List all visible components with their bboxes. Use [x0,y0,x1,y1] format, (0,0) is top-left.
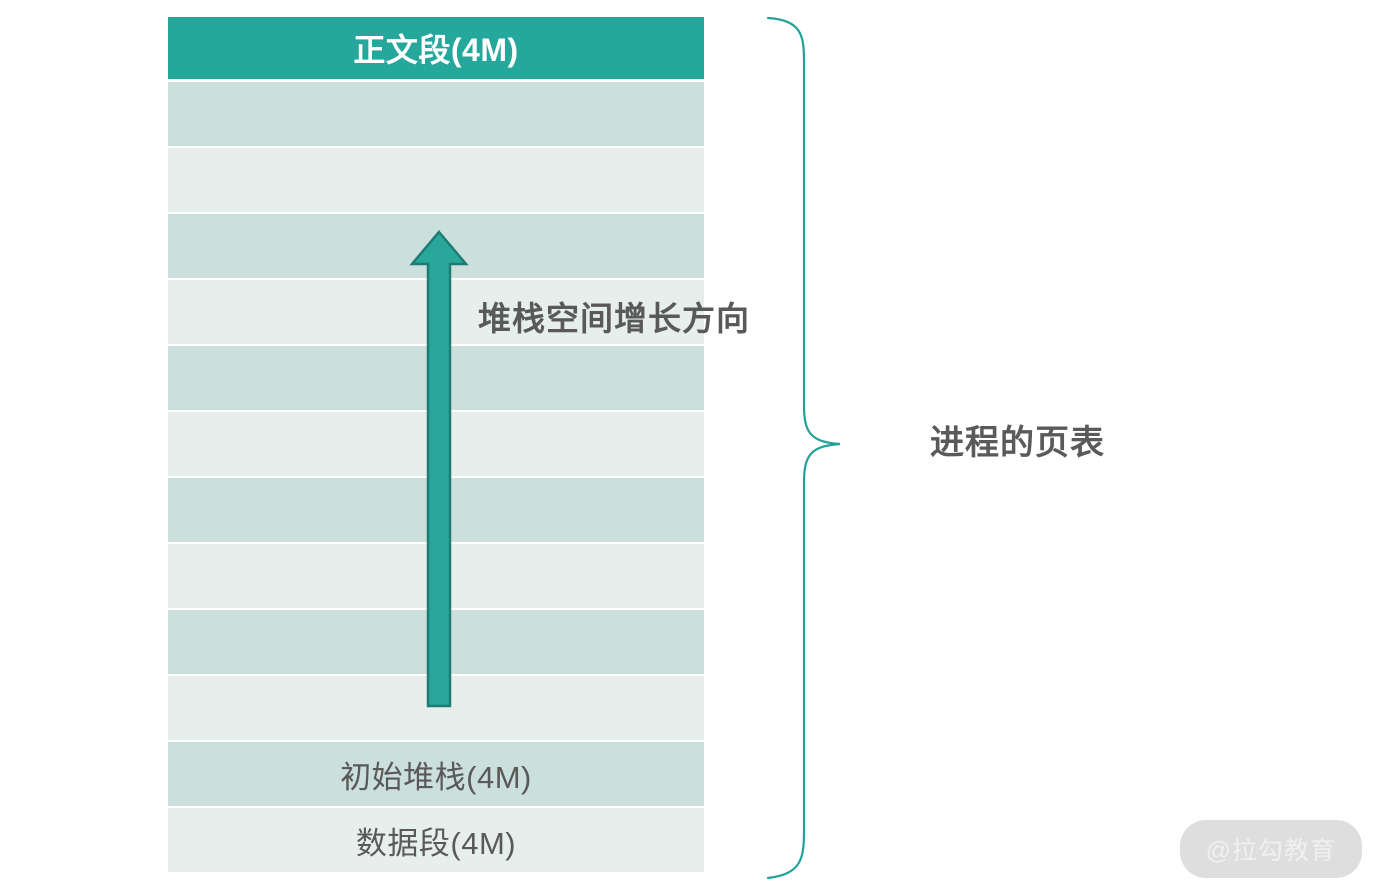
table-row [168,346,704,410]
row-label: 初始堆栈(4M) [340,759,532,795]
curly-brace-right-icon [766,16,841,880]
brace-caption-label: 进程的页表 [930,424,1105,462]
table-row [168,148,704,212]
table-row [168,82,704,146]
row-label: 正文段(4M) [353,32,519,68]
table-row-text-segment: 正文段(4M) [168,17,704,79]
arrow-caption-label: 堆栈空间增长方向 [478,300,750,337]
table-row [168,478,704,542]
table-row-initial-stack: 初始堆栈(4M) [168,742,704,806]
table-row [168,412,704,476]
table-row-data-segment: 数据段(4M) [168,808,704,872]
table-row [168,676,704,740]
memory-segment-table: 正文段(4M) [168,17,704,874]
watermark: @拉勾教育 [1179,820,1362,878]
table-row [168,544,704,608]
table-row [168,214,704,278]
table-row [168,610,704,674]
row-label: 数据段(4M) [355,825,517,861]
